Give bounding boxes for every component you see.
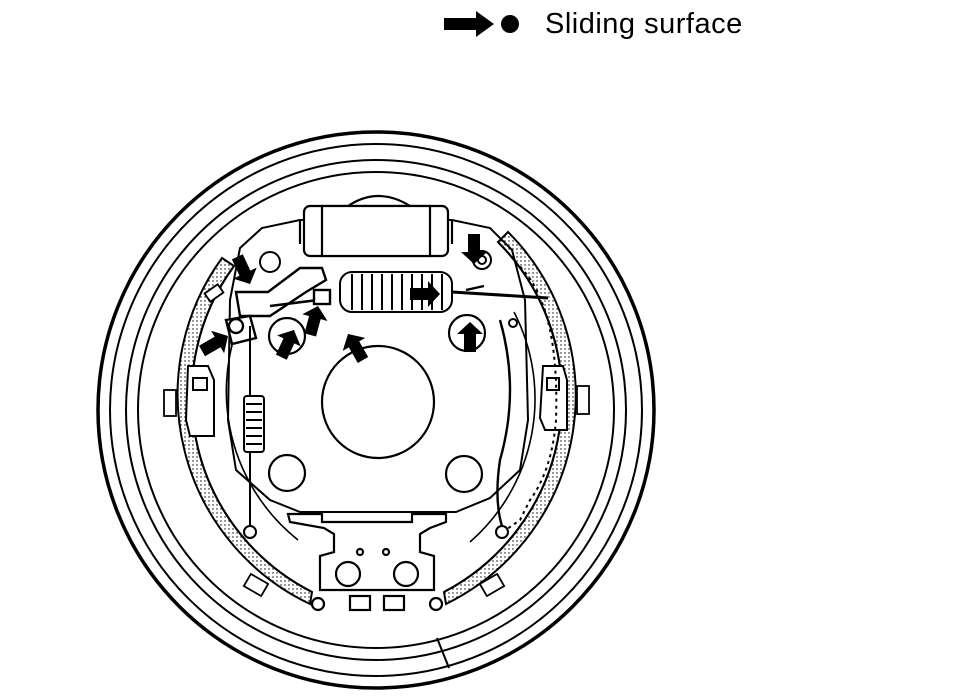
adjuster-spring xyxy=(243,326,265,539)
parking-brake-cable xyxy=(465,284,512,527)
upper-return-spring xyxy=(339,271,549,313)
legend-label: Sliding surface xyxy=(545,7,743,40)
hub xyxy=(267,313,487,494)
hidden-edge xyxy=(499,261,558,535)
brake-shoe-left xyxy=(163,256,314,606)
brake-drum xyxy=(96,130,656,690)
wheel-cylinder xyxy=(298,195,454,258)
legend: Sliding surface xyxy=(442,4,743,44)
hold-down-clips xyxy=(184,365,568,437)
anchor-block xyxy=(286,512,448,612)
arrow-dot-icon xyxy=(444,11,519,37)
adjuster-lever xyxy=(224,266,332,346)
